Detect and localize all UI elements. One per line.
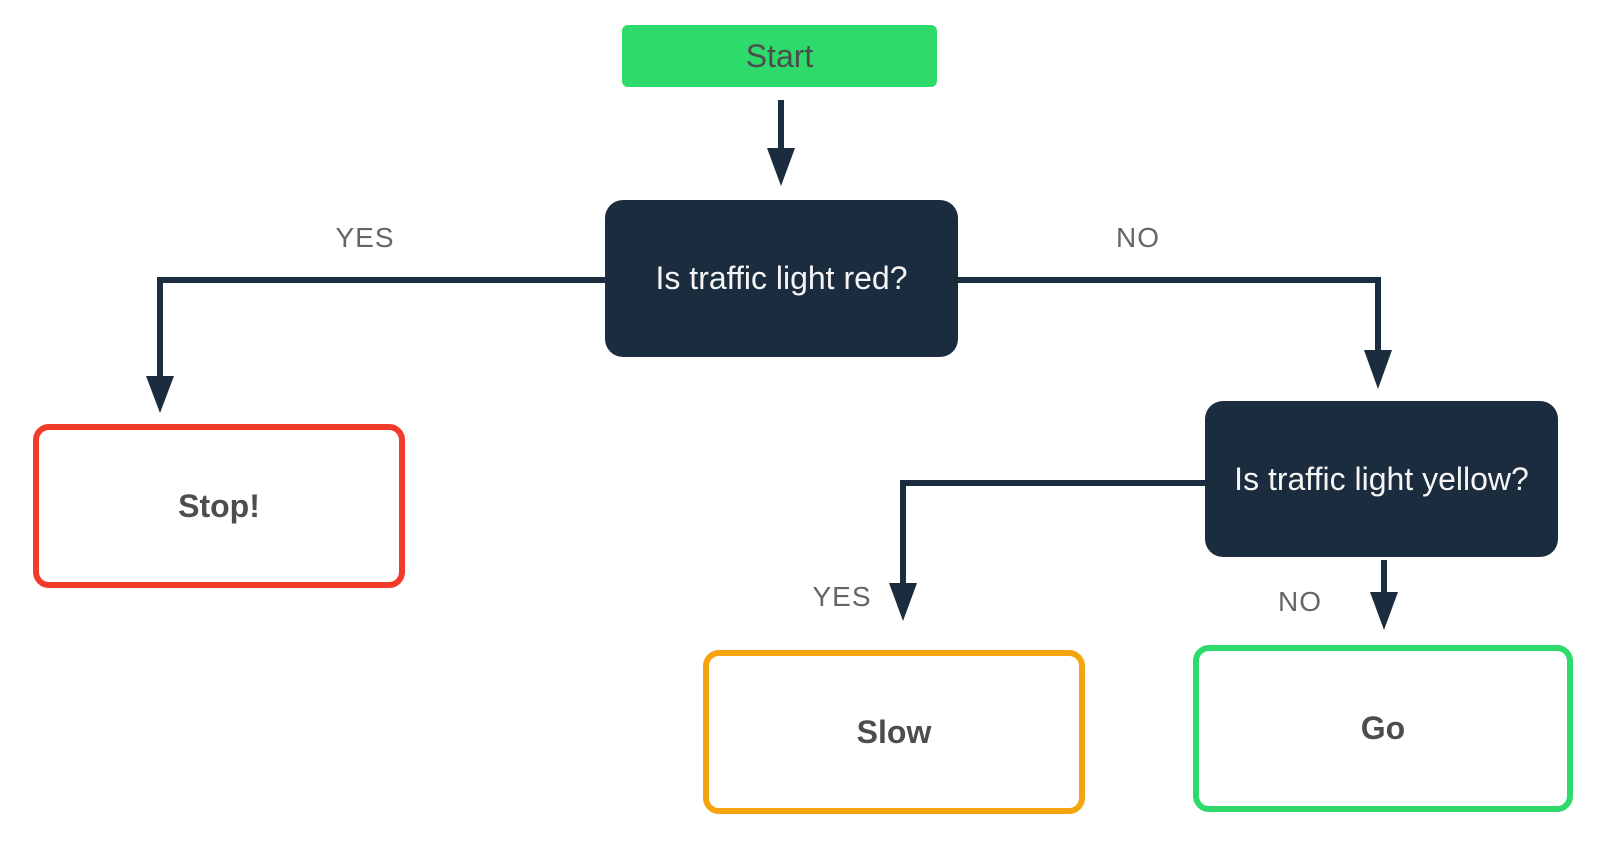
node-question-red: Is traffic light red? [605, 200, 958, 357]
arrowhead-red-no-to-yellow [1364, 350, 1392, 389]
arrowhead-red-yes-to-stop [146, 376, 174, 413]
arrowhead-start-to-red [767, 148, 795, 186]
edge-yellow-yes-to-slow [900, 480, 1205, 585]
node-go: Go [1193, 645, 1573, 812]
edge-label-yellow-yes: YES [812, 581, 872, 612]
node-question-red-label: Is traffic light red? [655, 260, 908, 296]
node-slow-label: Slow [856, 713, 932, 750]
node-stop: Stop! [33, 424, 405, 588]
node-question-yellow: Is traffic light yellow? [1205, 401, 1558, 557]
edge-red-no-to-yellow [958, 277, 1381, 352]
node-start-label: Start [745, 37, 814, 74]
node-go-label: Go [1360, 710, 1406, 746]
edge-label-red-yes: YES [335, 222, 395, 253]
node-slow: Slow [703, 650, 1085, 814]
node-question-yellow-label: Is traffic light yellow? [1234, 460, 1529, 497]
arrowhead-yellow-no-to-go [1370, 592, 1398, 630]
edge-label-yellow-no: NO [1278, 586, 1322, 617]
edge-red-yes-to-stop [157, 277, 605, 378]
node-stop-label: Stop! [178, 487, 260, 524]
node-start: Start [622, 25, 937, 87]
edge-label-red-no: NO [1116, 222, 1160, 253]
arrowhead-yellow-yes-to-slow [889, 583, 917, 621]
